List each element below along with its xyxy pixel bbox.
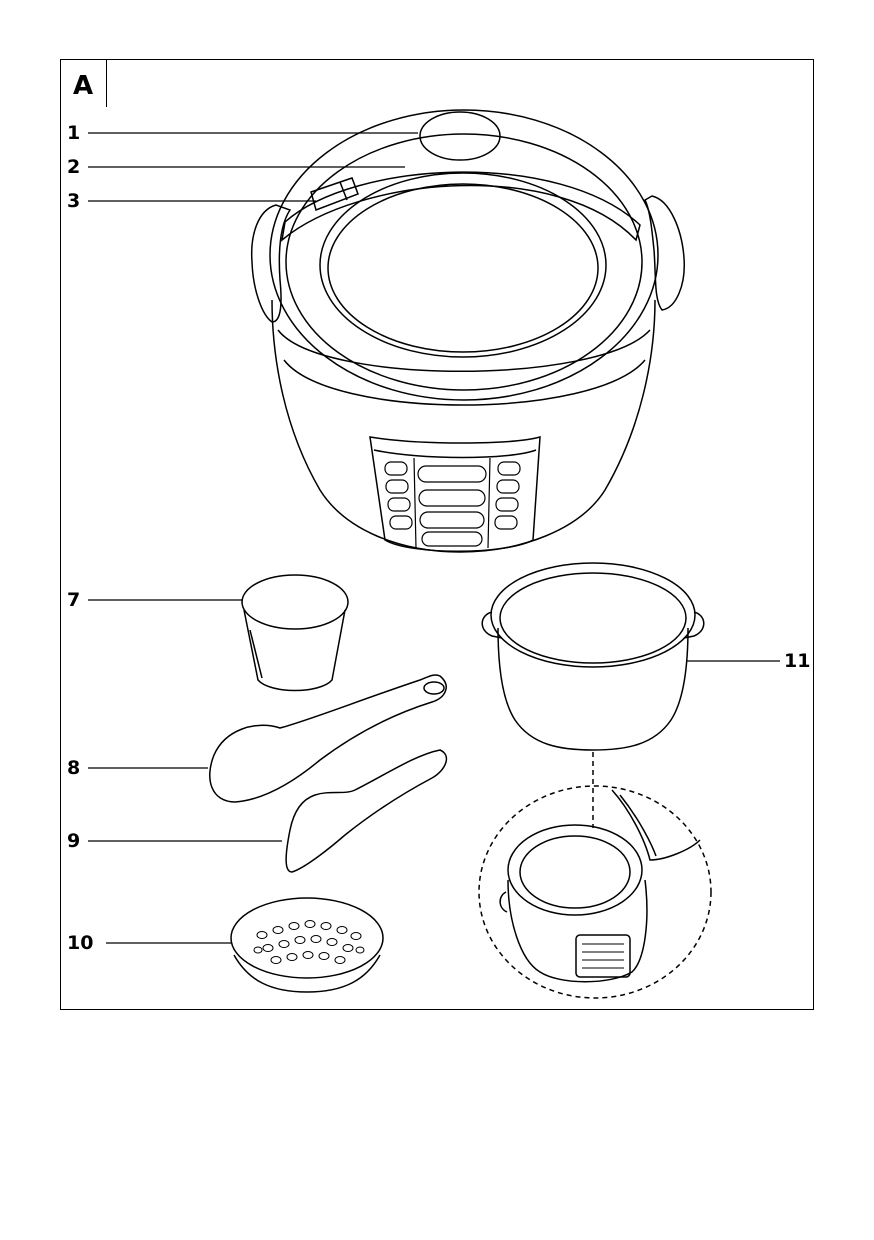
panel-divider-right [488, 458, 490, 548]
basket-holes [254, 921, 364, 964]
callout-10: 10 [67, 932, 94, 954]
inset-panel-buttons [582, 944, 624, 968]
steam-basket [231, 898, 383, 992]
cooker-lid-window [320, 173, 606, 357]
inner-bowl [482, 563, 704, 750]
lid-release-button [420, 112, 500, 160]
cooker-lid-outer [270, 110, 658, 400]
cooker-body-line [284, 360, 645, 405]
inset-open-lid-inner [620, 795, 656, 856]
panel-button-left-4 [390, 516, 412, 529]
callout-2: 2 [67, 156, 81, 178]
cooker-lid-window-inner [328, 184, 598, 352]
callout-8: 8 [67, 757, 81, 779]
detail-inset [479, 752, 711, 998]
carry-handle [282, 172, 640, 240]
spoon-outline [210, 675, 446, 802]
steam-valve-edge [340, 182, 347, 200]
panel-button-center-4 [422, 532, 482, 546]
basket-base [234, 955, 380, 992]
inset-handle [500, 892, 507, 912]
panel-button-left-1 [385, 462, 407, 475]
figure-label-divider [106, 59, 107, 107]
cup-edge-line [250, 630, 262, 678]
panel-button-right-4 [495, 516, 517, 529]
steam-valve [311, 178, 358, 210]
cooker-right-handle [645, 196, 684, 310]
cooker-rim-line [278, 330, 650, 371]
panel-button-left-2 [386, 480, 408, 493]
inset-circle [479, 786, 711, 998]
cup-rim [242, 575, 348, 629]
inset-bowl [520, 836, 630, 908]
cooker-body [272, 300, 655, 552]
panel-button-center-1 [418, 466, 486, 482]
control-buttons [385, 458, 520, 548]
panel-button-right-1 [498, 462, 520, 475]
bowl-left-handle [482, 612, 502, 638]
inset-cooker-body [508, 880, 647, 982]
spatula-outline [286, 750, 446, 872]
rice-cooker [252, 110, 685, 552]
bowl-right-handle [684, 612, 704, 638]
panel-button-right-2 [497, 480, 519, 493]
basket-rim [231, 898, 383, 978]
bowl-rim-inner [500, 573, 686, 663]
figure-label: A [73, 71, 94, 101]
spatula [286, 750, 446, 872]
inset-open-lid [612, 790, 700, 860]
spoon-hang-hole [424, 682, 444, 694]
callout-3: 3 [67, 190, 81, 212]
leader-lines [88, 133, 780, 943]
panel-button-left-3 [388, 498, 410, 511]
inset-control-panel [576, 935, 630, 977]
serving-spoon [210, 675, 446, 802]
measuring-cup [242, 575, 348, 691]
panel-divider-left [414, 458, 416, 548]
control-panel-inner [374, 450, 536, 458]
panel-button-right-3 [496, 498, 518, 511]
inset-cooker-rim [508, 825, 642, 915]
callout-9: 9 [67, 830, 81, 852]
figure-frame [60, 59, 814, 1010]
control-panel [370, 437, 540, 551]
cup-body [244, 610, 345, 691]
cooker-lid-rim [286, 134, 642, 390]
callout-1: 1 [67, 122, 81, 144]
bowl-rim-outer [491, 563, 695, 667]
bowl-body [498, 628, 688, 750]
cooker-left-handle [252, 205, 290, 322]
callout-7: 7 [67, 589, 81, 611]
callout-11: 11 [784, 650, 811, 672]
panel-button-center-3 [420, 512, 484, 528]
panel-button-center-2 [419, 490, 485, 506]
